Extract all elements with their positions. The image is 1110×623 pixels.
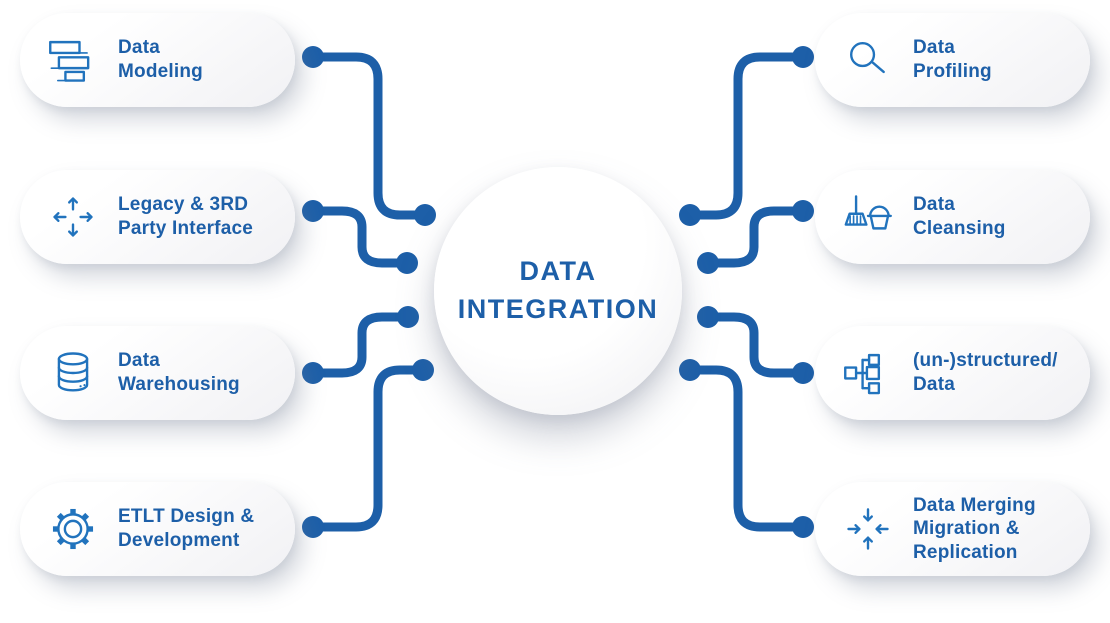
pill-unstructured-data: (un-)structured/ Data	[815, 326, 1090, 420]
connector-dot	[679, 204, 701, 226]
connector-legacy	[313, 206, 407, 268]
center-hub: DATA INTEGRATION	[434, 167, 682, 415]
connector-dot	[697, 306, 719, 328]
pill-data-warehousing: Data Warehousing	[20, 326, 295, 420]
converge-arrows-icon	[842, 503, 894, 555]
pill-data-cleansing: Data Cleansing	[815, 170, 1090, 264]
connector-profiling	[690, 52, 803, 220]
hierarchy-icon	[842, 347, 894, 399]
connector-dot	[792, 200, 814, 222]
connector-dot	[302, 46, 324, 68]
magnifier-icon	[842, 34, 894, 86]
data-modeling-icon	[47, 34, 99, 86]
database-icon	[47, 347, 99, 399]
pill-label: Data Cleansing	[913, 194, 1006, 239]
connector-dot	[412, 359, 434, 381]
connector-unstructured	[708, 312, 803, 378]
connector-dot	[679, 359, 701, 381]
pill-etlt-design: ETLT Design & Development	[20, 482, 295, 576]
connector-dot	[792, 46, 814, 68]
connector-warehousing	[313, 312, 408, 378]
pill-data-profiling: Data Profiling	[815, 13, 1090, 107]
pill-label: Legacy & 3RD Party Interface	[118, 194, 254, 239]
connector-dot	[792, 516, 814, 538]
pill-label: Data Warehousing	[118, 350, 240, 395]
pill-label: Data Profiling	[913, 37, 992, 82]
pill-data-modeling: Data Modeling	[20, 13, 295, 107]
connector-dot	[302, 200, 324, 222]
broom-bucket-icon	[842, 191, 894, 243]
pill-label: Data Modeling	[118, 37, 203, 82]
connector-dot	[697, 252, 719, 274]
connector-etlt	[313, 365, 423, 532]
connector-data-modeling	[313, 52, 425, 220]
hub-title: DATA INTEGRATION	[457, 256, 659, 324]
pill-legacy-interface: Legacy & 3RD Party Interface	[20, 170, 295, 264]
connector-dot	[302, 362, 324, 384]
pill-data-merging: Data Merging Migration & Replication	[815, 482, 1090, 576]
gear-icon	[47, 503, 99, 555]
connector-dot	[414, 204, 436, 226]
connector-dot	[792, 362, 814, 384]
pill-label: (un-)structured/ Data	[913, 350, 1058, 395]
connector-merging	[690, 365, 803, 532]
pill-label: Data Merging Migration & Replication	[913, 494, 1036, 563]
connector-dot	[302, 516, 324, 538]
connector-dot	[396, 252, 418, 274]
pill-label: ETLT Design & Development	[118, 506, 255, 551]
connector-cleansing	[708, 206, 803, 268]
connector-dot	[397, 306, 419, 328]
expand-arrows-icon	[47, 191, 99, 243]
